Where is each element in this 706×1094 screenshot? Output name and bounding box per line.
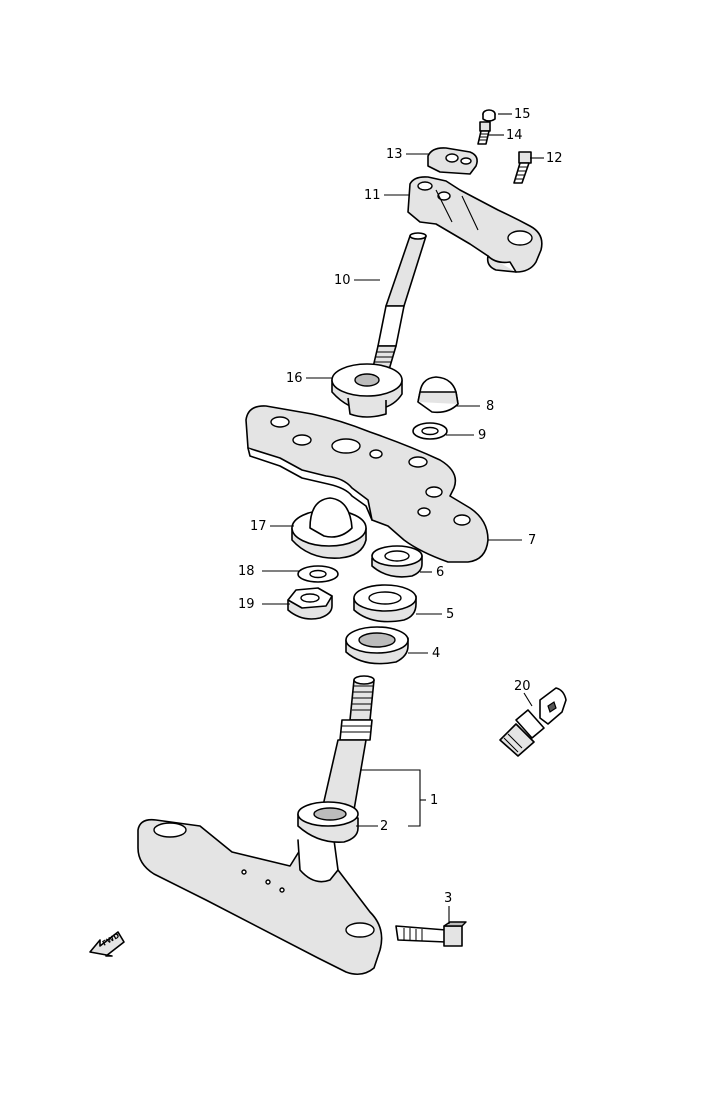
callout-8: 8 <box>486 399 494 414</box>
part-20-steering-lock[interactable] <box>499 687 567 757</box>
part-8-cap-nut[interactable] <box>417 376 459 414</box>
callout-20: 20 <box>514 679 531 694</box>
part-5-bearing[interactable] <box>353 584 417 623</box>
callout-18: 18 <box>238 564 255 579</box>
callout-labels: 15 14 12 13 11 10 16 8 9 7 17 6 18 19 5 … <box>238 107 563 906</box>
part-12-bolt[interactable] <box>513 151 532 184</box>
part-18-washer[interactable] <box>297 565 339 583</box>
callout-11: 11 <box>364 188 381 203</box>
callout-14: 14 <box>506 128 523 143</box>
part-16-stem-cap[interactable] <box>331 363 403 418</box>
part-1-steering-stem-lower-bracket[interactable] <box>137 675 383 976</box>
callout-17: 17 <box>250 519 267 534</box>
part-13-handlebar-clamp-cap[interactable] <box>427 147 478 175</box>
callout-10: 10 <box>334 273 351 288</box>
fwd-arrow-icon: FWD <box>89 931 125 957</box>
callout-15: 15 <box>514 107 531 122</box>
callout-3: 3 <box>444 891 452 906</box>
part-6-lock-nut[interactable] <box>371 545 423 578</box>
part-19-nut[interactable] <box>287 587 333 620</box>
part-2-dust-seal[interactable] <box>297 801 359 843</box>
part-14-bolt[interactable] <box>477 121 491 145</box>
part-4-bearing[interactable] <box>345 626 409 665</box>
part-3-bolt[interactable] <box>395 921 467 947</box>
part-17-bearing-cap[interactable] <box>291 497 367 559</box>
callout-16: 16 <box>286 371 303 386</box>
part-15-cap[interactable] <box>482 109 496 122</box>
part-9-washer[interactable] <box>412 422 448 440</box>
callout-19: 19 <box>238 597 255 612</box>
callout-9: 9 <box>478 428 486 443</box>
leader-lines <box>262 113 544 924</box>
callout-4: 4 <box>432 646 440 661</box>
callout-7: 7 <box>528 533 536 548</box>
part-10-steering-stem-shaft[interactable] <box>369 232 427 381</box>
part-7-upper-bracket[interactable] <box>245 405 489 563</box>
callout-13: 13 <box>386 147 403 162</box>
callout-2: 2 <box>380 819 388 834</box>
callout-1: 1 <box>430 793 438 808</box>
part-11-handlebar-holder[interactable] <box>407 176 543 273</box>
callout-12: 12 <box>546 151 563 166</box>
callout-6: 6 <box>436 565 444 580</box>
callout-5: 5 <box>446 607 454 622</box>
